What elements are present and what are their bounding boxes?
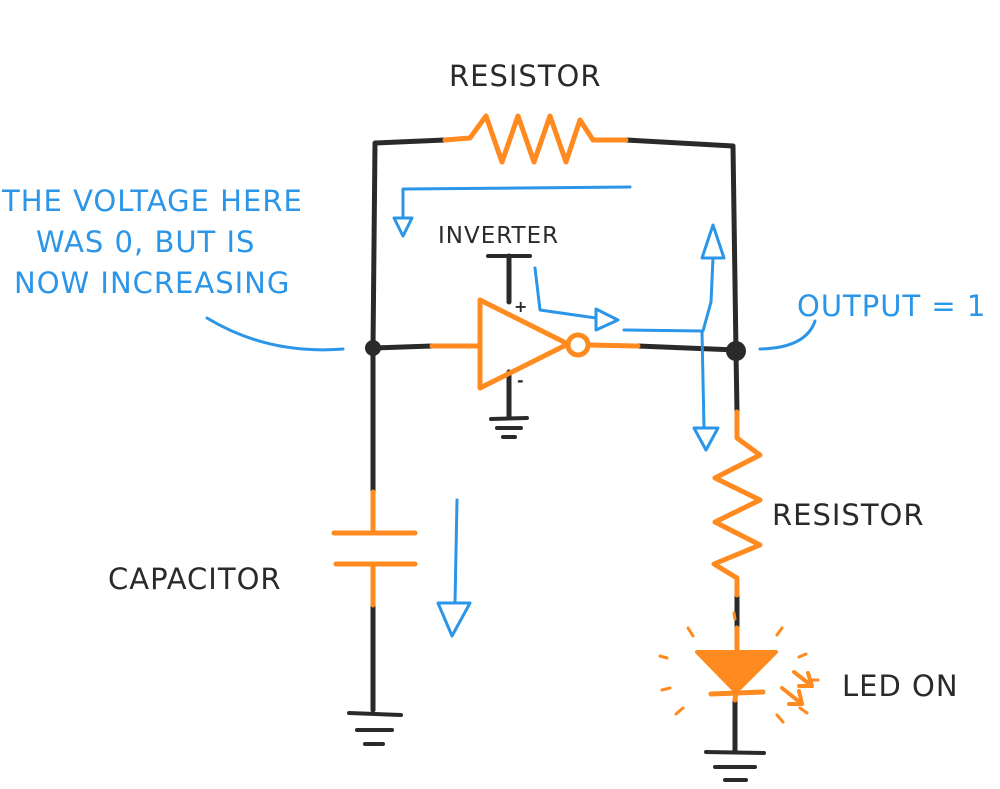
led-light-arrow-1-head [797,671,814,688]
top-resistor-label: RESISTOR [449,59,602,93]
wire-top-left [370,137,448,351]
feedback-arrow-head [392,216,414,238]
output-down-head [692,426,720,452]
output-down-line [700,330,706,430]
capacitor-down-head [436,601,472,638]
inverter-label: INVERTER [438,223,559,249]
wire-top-right [623,137,739,355]
ground-symbol-inverter [489,416,529,439]
voltage-note-leader [205,316,345,352]
led-light-arrow-1 [792,670,814,688]
junction-left [365,340,381,356]
output-up-head [700,223,726,260]
ground-symbol-capacitor [347,711,403,746]
inverter-plus-sign: + [514,297,527,316]
wire-right-down [733,349,740,415]
led-light-arrow-2 [780,686,804,706]
voltage-note-line-2: WAS 0, BUT IS [36,225,255,259]
inverter-flow-line [533,266,598,320]
voltage-note-line-1: THE VOLTAGE HERE [1,184,303,218]
output-flow-line [622,256,715,333]
inverter-bubble [565,332,591,358]
current-arrows [205,185,817,638]
voltage-note-line-3: NOW INCREASING [14,266,290,300]
inverter-triangle [477,297,571,391]
inverter-flow-head [594,307,620,332]
right-resistor-label: RESISTOR [772,498,925,532]
wire-left-to-inverter [370,343,435,351]
inverter-output-lead [585,342,641,349]
capacitor-label: CAPACITOR [108,562,282,596]
wire-inverter-to-output [635,343,739,353]
junction-right [726,341,746,361]
ground-symbol-led [704,750,766,782]
feedback-arrow-line [401,185,632,220]
inverter-minus-sign: - [517,371,524,390]
led-light-arrow-2-head [787,689,804,706]
wires [370,137,740,755]
output-label: OUTPUT = 1 [797,289,986,323]
components [331,113,814,706]
led-label: LED ON [842,669,959,703]
output-note-leader [758,319,817,351]
right-resistor-zigzag [711,409,763,598]
capacitor-down-line [453,498,459,605]
led-glow-rays [658,611,820,724]
top-resistor-zigzag [442,113,629,165]
led-triangle [695,650,778,694]
